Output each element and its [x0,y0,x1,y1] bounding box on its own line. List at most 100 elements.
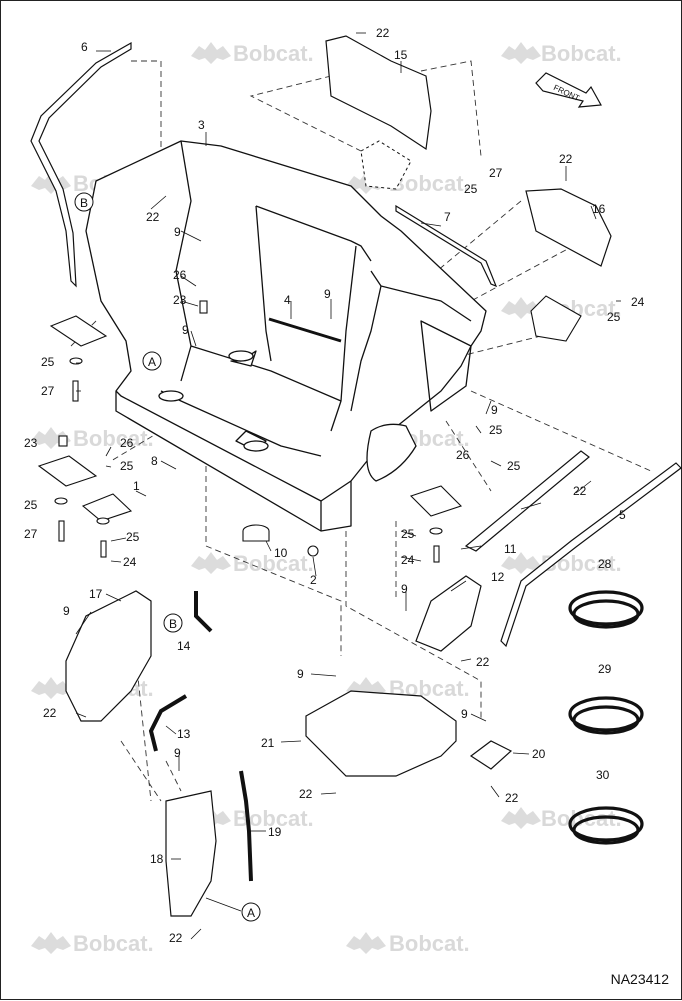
bobcat-logo-icon [191,552,231,574]
reference-markers: B A B A [74,192,261,922]
panel-15 [325,35,432,151]
callout-12: 12 [491,570,505,584]
hardware-parts [37,300,463,563]
callout-22: 22 [146,210,160,224]
callout-13: 13 [177,727,191,741]
callout-23: 23 [24,436,38,450]
bobcat-logo-icon [346,932,386,954]
strip-5 [500,462,682,648]
callout-9: 9 [297,667,304,681]
reference-circle-b [74,192,94,212]
callout-10: 10 [274,546,288,560]
strip-11 [464,450,590,552]
callout-22: 22 [573,484,587,498]
edge-trim-6 [30,41,132,288]
arrow-right-icon [535,72,602,108]
floor-panel-21 [305,690,457,777]
bobcat-logo-icon [31,932,71,954]
callout-7: 7 [444,210,451,224]
hose-14 [194,591,213,633]
watermark-text: Bobcat. [73,931,154,956]
seal-rings [568,590,644,845]
callout-9: 9 [174,225,181,239]
bracket-right [530,295,582,342]
seal-ring-30 [568,806,644,845]
plate-20 [469,740,513,770]
callout-9: 9 [182,323,189,337]
callout-9: 9 [461,707,468,721]
callout-labels: 22 15 6 3 22 27 25 22 16 7 9 26 4 9 24 2… [24,26,645,945]
bobcat-logo-icon [191,42,231,64]
hose-19 [239,770,253,882]
callout-25: 25 [126,530,140,544]
callout-6: 6 [81,40,88,54]
callout-14: 14 [177,639,191,653]
callout-1: 1 [133,479,140,493]
reference-circle-a [142,351,162,371]
seal-ring-29 [568,696,644,735]
seal-ring-28 [568,590,644,629]
callout-26: 26 [120,436,134,450]
callout-21: 21 [261,736,275,750]
callout-22: 22 [476,655,490,669]
callout-22: 22 [299,787,313,801]
callout-9: 9 [491,403,498,417]
watermark-text: Bobcat. [541,41,622,66]
callout-25: 25 [120,459,134,473]
bobcat-logo-icon [501,807,541,829]
drawing-number: NA23412 [610,971,669,987]
main-frame-3 [85,140,487,532]
callout-11: 11 [504,542,517,556]
callout-9: 9 [174,746,181,760]
callout-26: 26 [173,268,187,282]
hose-13 [148,694,188,752]
callout-22: 22 [43,706,57,720]
callout-8: 8 [151,454,158,468]
callout-22: 22 [169,931,183,945]
callout-29: 29 [598,662,612,676]
callout-30: 30 [596,768,610,782]
callout-9: 9 [324,287,331,301]
callout-24: 24 [401,553,415,567]
callout-24: 24 [631,295,645,309]
callout-19: 19 [268,825,282,839]
bracket-upper [360,140,412,190]
watermark-text: Bobcat. [73,426,154,451]
callout-25: 25 [464,182,478,196]
bobcat-logo-icon [501,42,541,64]
callout-15: 15 [394,48,408,62]
callout-25: 25 [489,423,503,437]
callout-26: 26 [456,448,470,462]
reference-circle-a [241,902,261,922]
callout-28: 28 [598,557,612,571]
shield-18 [165,790,217,917]
reference-letter-b: B [80,196,88,210]
callout-9: 9 [63,604,70,618]
strip-7 [395,204,498,288]
watermark-text: Bobcat. [233,41,314,66]
reference-letter-a: A [247,906,255,920]
front-direction-arrow: FRONT [535,72,602,108]
callout-25: 25 [607,310,621,324]
callout-5: 5 [619,508,626,522]
reference-letter-a: A [148,355,156,369]
callout-27: 27 [489,166,503,180]
callout-18: 18 [150,852,164,866]
shield-17 [65,590,152,722]
callout-25: 25 [41,355,55,369]
callout-25: 25 [401,527,415,541]
callout-20: 20 [532,747,546,761]
callout-22: 22 [559,152,573,166]
panel-16 [525,188,612,267]
callout-27: 27 [24,527,38,541]
callout-16: 16 [592,202,606,216]
callout-24: 24 [123,555,137,569]
leader-lines [75,32,621,940]
callout-25: 25 [507,459,521,473]
callout-22: 22 [376,26,390,40]
callout-25: 25 [24,498,38,512]
bobcat-logo-icon [31,677,71,699]
reference-circle-b [163,613,183,633]
rod-4 [268,317,342,343]
callout-22: 22 [505,791,519,805]
